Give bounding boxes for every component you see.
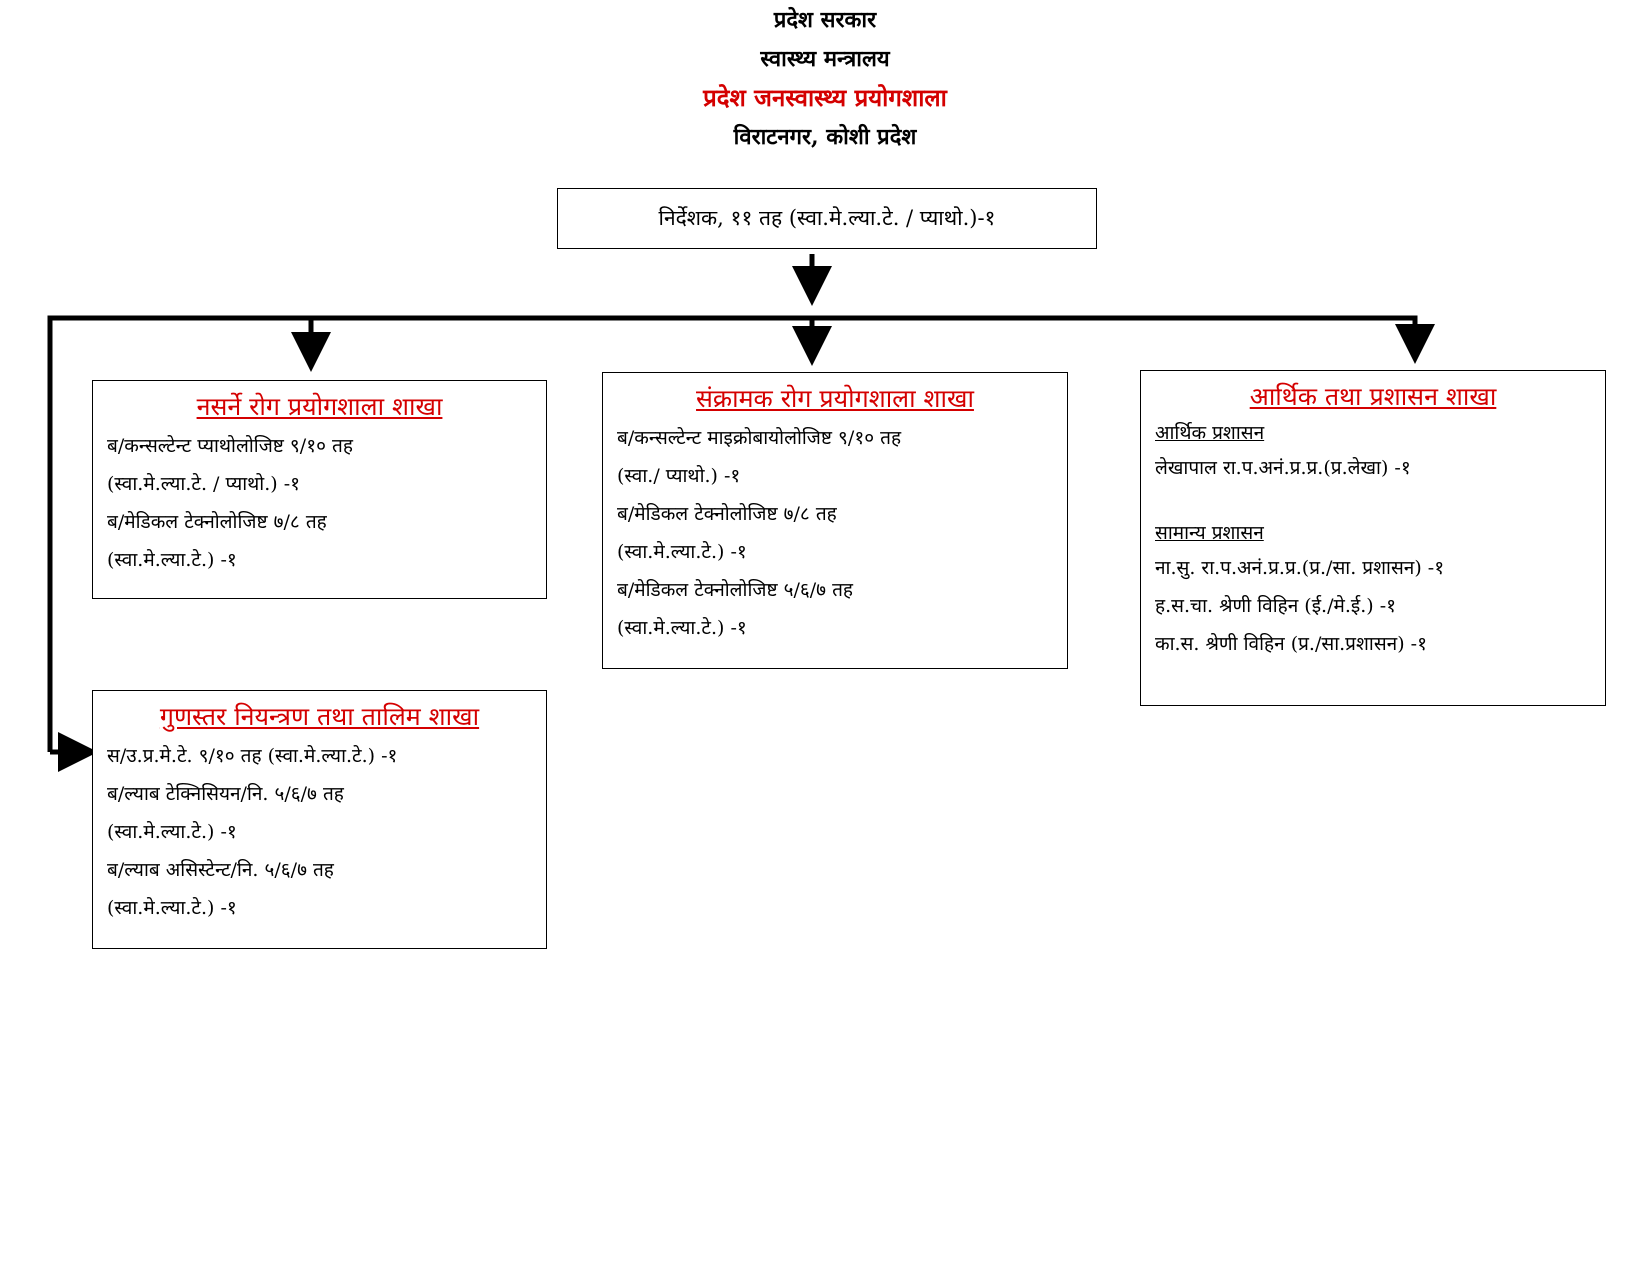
header-laboratory: प्रदेश जनस्वास्थ्य प्रयोगशाला	[703, 83, 947, 112]
admin-line: का.स. श्रेणी विहिन (प्र./सा.प्रशासन) -१	[1155, 633, 1427, 655]
quality-line: (स्वा.मे.ल्या.टे.) -१	[107, 897, 237, 919]
quality-line: ब/ल्याब टेक्निसियन/नि. ५/६/७ तह	[107, 783, 344, 805]
finance-line: लेखापाल रा.प.अनं.प्र.प्र.(प्र.लेखा) -१	[1155, 457, 1411, 479]
cd-line: (स्वा.मे.ल्या.टे.) -१	[617, 541, 747, 563]
cd-line: (स्वा./ प्याथो.) -१	[617, 465, 741, 487]
cd-line: ब/मेडिकल टेक्नोलोजिष्ट ५/६/७ तह	[617, 579, 854, 601]
cd-line: ब/कन्सल्टेन्ट माइक्रोबायोलोजिष्ट ९/१० तह	[617, 427, 902, 449]
ncd-line: (स्वा.मे.ल्या.टे.) -१	[107, 549, 237, 571]
quality-branch-box: गुणस्तर नियन्त्रण तथा तालिम शाखा स/उ.प्र…	[92, 690, 547, 949]
quality-line: (स्वा.मे.ल्या.टे.) -१	[107, 821, 237, 843]
ncd-branch-box: नसर्ने रोग प्रयोगशाला शाखा ब/कन्सल्टेन्ट…	[92, 380, 547, 599]
finance-branch-title: आर्थिक तथा प्रशासन शाखा	[1249, 382, 1497, 411]
quality-line: ब/ल्याब असिस्टेन्ट/नि. ५/६/७ तह	[107, 859, 334, 881]
finance-sub-heading: आर्थिक प्रशासन	[1155, 422, 1265, 444]
quality-branch-title: गुणस्तर नियन्त्रण तथा तालिम शाखा	[159, 702, 480, 731]
quality-line: स/उ.प्र.मे.टे. ९/१० तह (स्वा.मे.ल्या.टे.…	[107, 745, 398, 767]
cd-line: ब/मेडिकल टेक्नोलोजिष्ट ७/८ तह	[617, 503, 837, 525]
director-box: निर्देशक, ११ तह (स्वा.मे.ल्या.टे. / प्या…	[557, 188, 1097, 249]
admin-line: ना.सु. रा.प.अनं.प्र.प्र.(प्र./सा. प्रशास…	[1155, 557, 1445, 579]
header-government: प्रदेश सरकार	[773, 7, 877, 33]
cd-line: (स्वा.मे.ल्या.टे.) -१	[617, 617, 747, 639]
ncd-line: (स्वा.मे.ल्या.टे. / प्याथो.) -१	[107, 473, 301, 495]
ncd-line: ब/मेडिकल टेक्नोलोजिष्ट ७/८ तह	[107, 511, 327, 533]
cd-branch-title: संक्रामक रोग प्रयोगशाला शाखा	[696, 384, 974, 413]
header-ministry: स्वास्थ्य मन्त्रालय	[760, 46, 890, 72]
ncd-line: ब/कन्सल्टेन्ट प्याथोलोजिष्ट ९/१० तह	[107, 435, 353, 457]
header-location: विराटनगर, कोशी प्रदेश	[733, 124, 917, 150]
cd-branch-box: संक्रामक रोग प्रयोगशाला शाखा ब/कन्सल्टेन…	[602, 372, 1068, 669]
admin-line: ह.स.चा. श्रेणी विहिन (ई./मे.ई.) -१	[1155, 595, 1397, 617]
ncd-branch-title: नसर्ने रोग प्रयोगशाला शाखा	[196, 392, 443, 421]
admin-sub-heading: सामान्य प्रशासन	[1155, 522, 1264, 544]
finance-branch-box: आर्थिक तथा प्रशासन शाखा आर्थिक प्रशासन ल…	[1140, 370, 1606, 706]
finance-spacer	[1141, 487, 1605, 517]
